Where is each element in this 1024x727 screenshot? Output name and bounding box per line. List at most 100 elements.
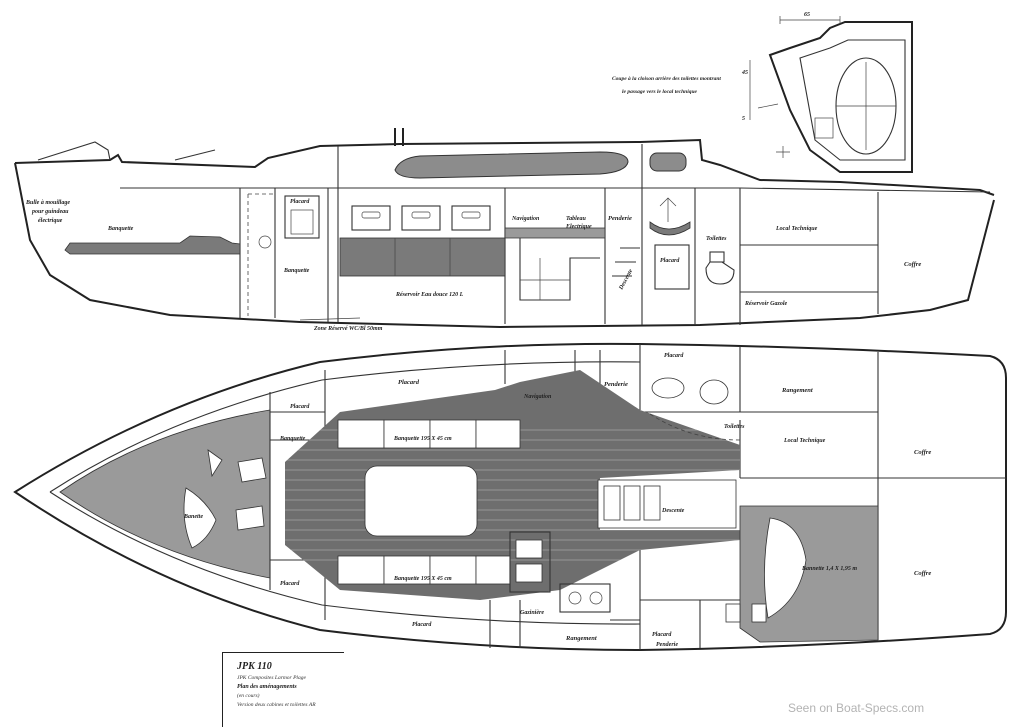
label-profile-local-technique: Local Technique <box>775 226 818 232</box>
label-plan-toilettes: Toilettes <box>724 424 745 430</box>
profile-view: Bulle à mouillage pour guindeau électriq… <box>14 128 995 332</box>
section-vent <box>814 117 834 139</box>
label-profile-reservoir-eau: Réservoir Eau douce 120 L <box>395 292 464 298</box>
label-plan-placard-penderie-2: Penderie <box>656 642 678 648</box>
title-line-3: (en cours) <box>237 693 260 699</box>
label-plan-rangement-top: Rangement <box>781 387 813 394</box>
dim-line-top <box>779 16 841 24</box>
leader-arrow <box>757 103 779 109</box>
label-plan-placard-bottom: Placard <box>412 622 432 628</box>
label-plan-rangement-bottom: Rangement <box>565 635 597 642</box>
saloon-table <box>364 465 478 537</box>
title-line-4: Version deux cabines et toilettes AR <box>237 702 316 708</box>
nav-seat <box>519 238 600 301</box>
label-profile-navigation: Navigation <box>511 216 540 222</box>
wc-basin <box>649 221 691 236</box>
dim-label-side-1: 45 <box>741 70 748 76</box>
drawing-title: JPK 110 <box>237 661 272 672</box>
profile-placard-box <box>284 195 320 239</box>
section-outline <box>768 21 913 173</box>
label-profile-descente: Descente <box>618 268 634 292</box>
aft-pillow-2 <box>751 603 767 623</box>
fwd-pillow-2 <box>235 505 265 531</box>
hatch-ring <box>258 235 272 249</box>
fwd-pillow-1 <box>237 457 267 483</box>
wc-placard <box>654 244 690 290</box>
aft-port <box>649 152 687 172</box>
dim-mark <box>776 146 790 158</box>
label-profile-toilettes: Toilettes <box>706 236 727 242</box>
label-plan-placard-top: Placard <box>398 379 420 386</box>
label-plan-navigation: Navigation <box>523 394 552 400</box>
label-profile-tableau-2: Electrique <box>565 224 592 230</box>
label-profile-banquette: Banquette <box>283 268 310 274</box>
wc-tap <box>659 197 677 222</box>
fwd-pillow-4 <box>183 487 217 549</box>
label-plan-local-technique: Local Technique <box>783 438 826 444</box>
label-profile-penderie: Penderie <box>608 215 632 222</box>
nav-seat-detail <box>520 258 570 300</box>
aft-pillow-shape <box>764 517 807 619</box>
label-plan-coffre-top: Coffre <box>914 449 931 456</box>
profile-settee <box>339 205 506 277</box>
profile-deck-line <box>14 138 995 196</box>
dim-label-side-2: 5 <box>742 116 745 122</box>
label-plan-banquette-top: Banquette 195 X 45 cm <box>393 436 452 442</box>
label-plan-coffre-bottom: Coffre <box>914 570 931 577</box>
label-plan-placard-fwd-bottom: Placard <box>280 581 300 587</box>
title-block: JPK 110 JPK Composites Larmor Plage Plan… <box>222 652 344 727</box>
label-coupe-note-2: le passage vers le local technique <box>622 89 698 95</box>
toilet-bowl <box>705 261 735 285</box>
label-plan-cuisine: Gazinière <box>520 610 544 616</box>
mast-stub <box>394 128 404 146</box>
aft-pillow-1 <box>725 603 741 623</box>
plan-companionway <box>597 479 737 529</box>
label-plan-banquette-bottom: Banquette 195 X 45 cm <box>393 576 452 582</box>
label-plan-placard-fwd-top: Placard <box>290 404 310 410</box>
label-profile-rail: Zone Réservé WC/Bl 50mm <box>313 326 383 332</box>
label-profile-tableau-1: Tableau <box>566 216 586 222</box>
plan-head <box>649 377 741 441</box>
plan-view: Placard Placard Banquette Banquette 195 … <box>13 342 1007 652</box>
plan-fwd-berth <box>59 409 271 579</box>
label-profile-reservoir-gazole: Réservoir Gazole <box>744 301 787 307</box>
label-plan-bannette-aft: Bannette 1,4 X 1,95 m <box>801 566 857 572</box>
label-plan-descente: Descente <box>661 508 685 514</box>
section-crosshair <box>836 62 896 150</box>
bow-pulpit <box>37 141 111 161</box>
cabin-window <box>394 151 629 179</box>
label-profile-placard-wc: Placard <box>660 258 680 264</box>
profile-fore-berth <box>64 235 241 255</box>
dim-label-top: 65 <box>804 12 810 18</box>
title-line-2: Plan des aménagements <box>237 684 297 690</box>
label-plan-banquette-fwd: Banquette <box>279 436 306 442</box>
plan-galley <box>509 531 611 613</box>
label-anchor-locker-2: pour guindeau <box>31 209 69 215</box>
label-plan-penderie: Penderie <box>604 381 628 388</box>
label-plan-banette-fwd: Banette <box>183 514 203 520</box>
label-plan-placard-wc: Placard <box>664 353 684 359</box>
label-coupe-note-1: Coupe à la cloison arrière des toilettes… <box>612 76 721 82</box>
boom-stub <box>174 149 216 161</box>
inner-deck-line <box>120 187 991 193</box>
fwd-pillow-3 <box>207 449 223 478</box>
placard-door <box>290 209 314 235</box>
section-detail: 65 45 5 Coupe à la cloison arrière des t… <box>612 12 913 173</box>
label-anchor-locker-3: électrique <box>38 218 63 224</box>
label-anchor-locker-1: Bulle à mouillage <box>25 200 70 206</box>
plan-inner-hull <box>49 361 641 625</box>
profile-hull-bottom <box>14 162 995 329</box>
plan-settees <box>337 419 521 585</box>
label-profile-banquette-fore: Banquette <box>107 226 134 232</box>
label-profile-coffre: Coffre <box>904 261 921 268</box>
label-plan-placard-penderie-1: Placard <box>652 632 672 638</box>
plan-hull-outline <box>13 342 1007 652</box>
nav-desk <box>504 227 606 239</box>
section-inner <box>799 39 906 161</box>
toilet-tank <box>709 251 725 263</box>
title-line-1: JPK Composites Larmor Plage <box>237 675 306 681</box>
watermark: Seen on Boat-Specs.com <box>788 701 925 715</box>
keel-rail <box>299 317 361 321</box>
profile-companionway <box>612 247 640 277</box>
